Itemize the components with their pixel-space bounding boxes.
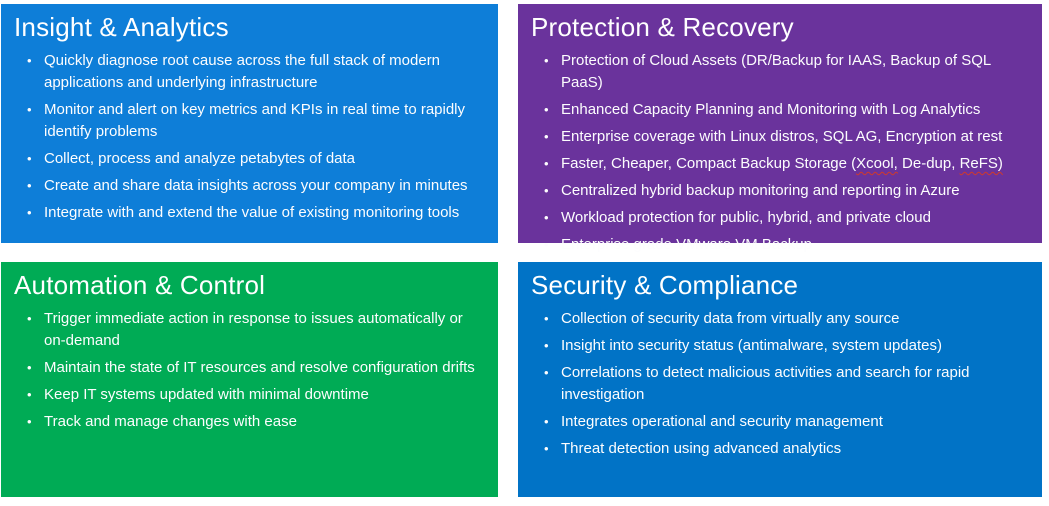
bullet-item: • Protection of Cloud Assets (DR/Backup f… — [544, 50, 1032, 94]
bullet-icon: • — [27, 311, 32, 326]
bullet-text: Enterprise grade VMware VM Backup — [561, 236, 812, 253]
bullet-icon: • — [27, 102, 32, 117]
bullet-list: • Quickly diagnose root cause across the … — [1, 50, 498, 224]
bullet-item: • Enhanced Capacity Planning and Monitori… — [544, 99, 1032, 121]
bullet-list: • Protection of Cloud Assets (DR/Backup f… — [518, 50, 1042, 256]
quadrant-protection-recovery: Protection & Recovery • Protection of Clo… — [518, 4, 1042, 253]
bullet-item: • Faster, Cheaper, Compact Backup Storage… — [544, 153, 1032, 175]
quadrant-title: Security & Compliance — [531, 270, 799, 300]
bullet-icon: • — [27, 151, 32, 166]
bullet-text: Correlations to detect malicious activit… — [561, 364, 970, 403]
bullet-icon: • — [544, 156, 549, 171]
bullet-icon: • — [544, 237, 549, 252]
bullet-text: Integrate with and extend the value of e… — [44, 204, 460, 221]
bullet-text: Collection of security data from virtual… — [561, 310, 900, 327]
bullet-icon: • — [544, 129, 549, 144]
quadrant-security-compliance: Security & Compliance • Collection of sec… — [518, 262, 1042, 497]
bullet-item: • Integrates operational and security man… — [544, 411, 1032, 433]
bullet-text: Quickly diagnose root cause across the f… — [44, 52, 441, 91]
bullet-icon: • — [544, 210, 549, 225]
bullet-icon: • — [544, 311, 549, 326]
quadrant-insight-analytics: Insight & Analytics • Quickly diagnose ro… — [1, 4, 498, 243]
bullet-text: Track and manage changes with ease — [44, 413, 297, 430]
bullet-icon: • — [27, 205, 32, 220]
bullet-item: • Enterprise grade VMware VM Backup — [544, 234, 1032, 256]
bullet-text: Faster, Cheaper, Compact Backup Storage … — [561, 155, 1003, 172]
bullet-item: • Collect, process and analyze petabytes … — [27, 148, 488, 170]
bullet-icon: • — [544, 338, 549, 353]
bullet-text: Keep IT systems updated with minimal dow… — [44, 386, 369, 403]
bullet-icon: • — [544, 441, 549, 456]
bullet-item: • Centralized hybrid backup monitoring an… — [544, 180, 1032, 202]
bullet-text: Workload protection for public, hybrid, … — [561, 209, 931, 226]
bullet-icon: • — [544, 53, 549, 68]
bullet-text: Trigger immediate action in response to … — [44, 310, 463, 349]
quadrant-automation-control: Automation & Control • Trigger immediate … — [1, 262, 498, 497]
bullet-text: Centralized hybrid backup monitoring and… — [561, 182, 960, 199]
bullet-icon: • — [27, 414, 32, 429]
bullet-list: • Collection of security data from virtua… — [518, 308, 1042, 460]
misspelled-word: Xcool, — [856, 155, 898, 172]
bullet-text: Monitor and alert on key metrics and KPI… — [44, 101, 466, 140]
bullet-item: • Keep IT systems updated with minimal do… — [27, 384, 488, 406]
bullet-text: Enhanced Capacity Planning and Monitorin… — [561, 101, 981, 118]
bullet-item: • Enterprise coverage with Linux distros,… — [544, 126, 1032, 148]
bullet-text: Maintain the state of IT resources and r… — [44, 359, 475, 376]
bullet-icon: • — [27, 53, 32, 68]
quadrant-title: Insight & Analytics — [14, 12, 229, 42]
bullet-item: • Maintain the state of IT resources and … — [27, 357, 488, 379]
bullet-icon: • — [544, 365, 549, 380]
bullet-icon: • — [27, 360, 32, 375]
bullet-item: • Quickly diagnose root cause across the … — [27, 50, 488, 94]
bullet-text: Enterprise coverage with Linux distros, … — [561, 128, 1003, 145]
misspelled-word: ReFS) — [959, 155, 1003, 172]
bullet-item: • Correlations to detect malicious activi… — [544, 362, 1032, 406]
bullet-item: • Threat detection using advanced analyti… — [544, 438, 1032, 460]
bullet-text: Create and share data insights across yo… — [44, 177, 468, 194]
bullet-text: Threat detection using advanced analytic… — [561, 440, 842, 457]
bullet-item: • Insight into security status (antimalwa… — [544, 335, 1032, 357]
bullet-item: • Track and manage changes with ease — [27, 411, 488, 433]
bullet-item: • Create and share data insights across y… — [27, 175, 488, 197]
bullet-icon: • — [544, 414, 549, 429]
bullet-icon: • — [27, 387, 32, 402]
bullet-item: • Integrate with and extend the value of … — [27, 202, 488, 224]
bullet-icon: • — [544, 102, 549, 117]
quadrant-title: Protection & Recovery — [531, 12, 794, 42]
bullet-item: • Collection of security data from virtua… — [544, 308, 1032, 330]
bullet-item: • Monitor and alert on key metrics and KP… — [27, 99, 488, 143]
bullet-item: • Trigger immediate action in response to… — [27, 308, 488, 352]
bullet-icon: • — [27, 178, 32, 193]
bullet-text: Integrates operational and security mana… — [561, 413, 883, 430]
bullet-text: Collect, process and analyze petabytes o… — [44, 150, 356, 167]
bullet-icon: • — [544, 183, 549, 198]
bullet-text: Insight into security status (antimalwar… — [561, 337, 942, 354]
bullet-list: • Trigger immediate action in response to… — [1, 308, 498, 433]
bullet-item: • Workload protection for public, hybrid,… — [544, 207, 1032, 229]
quadrant-title: Automation & Control — [14, 270, 266, 300]
bullet-text: Protection of Cloud Assets (DR/Backup fo… — [561, 52, 991, 91]
